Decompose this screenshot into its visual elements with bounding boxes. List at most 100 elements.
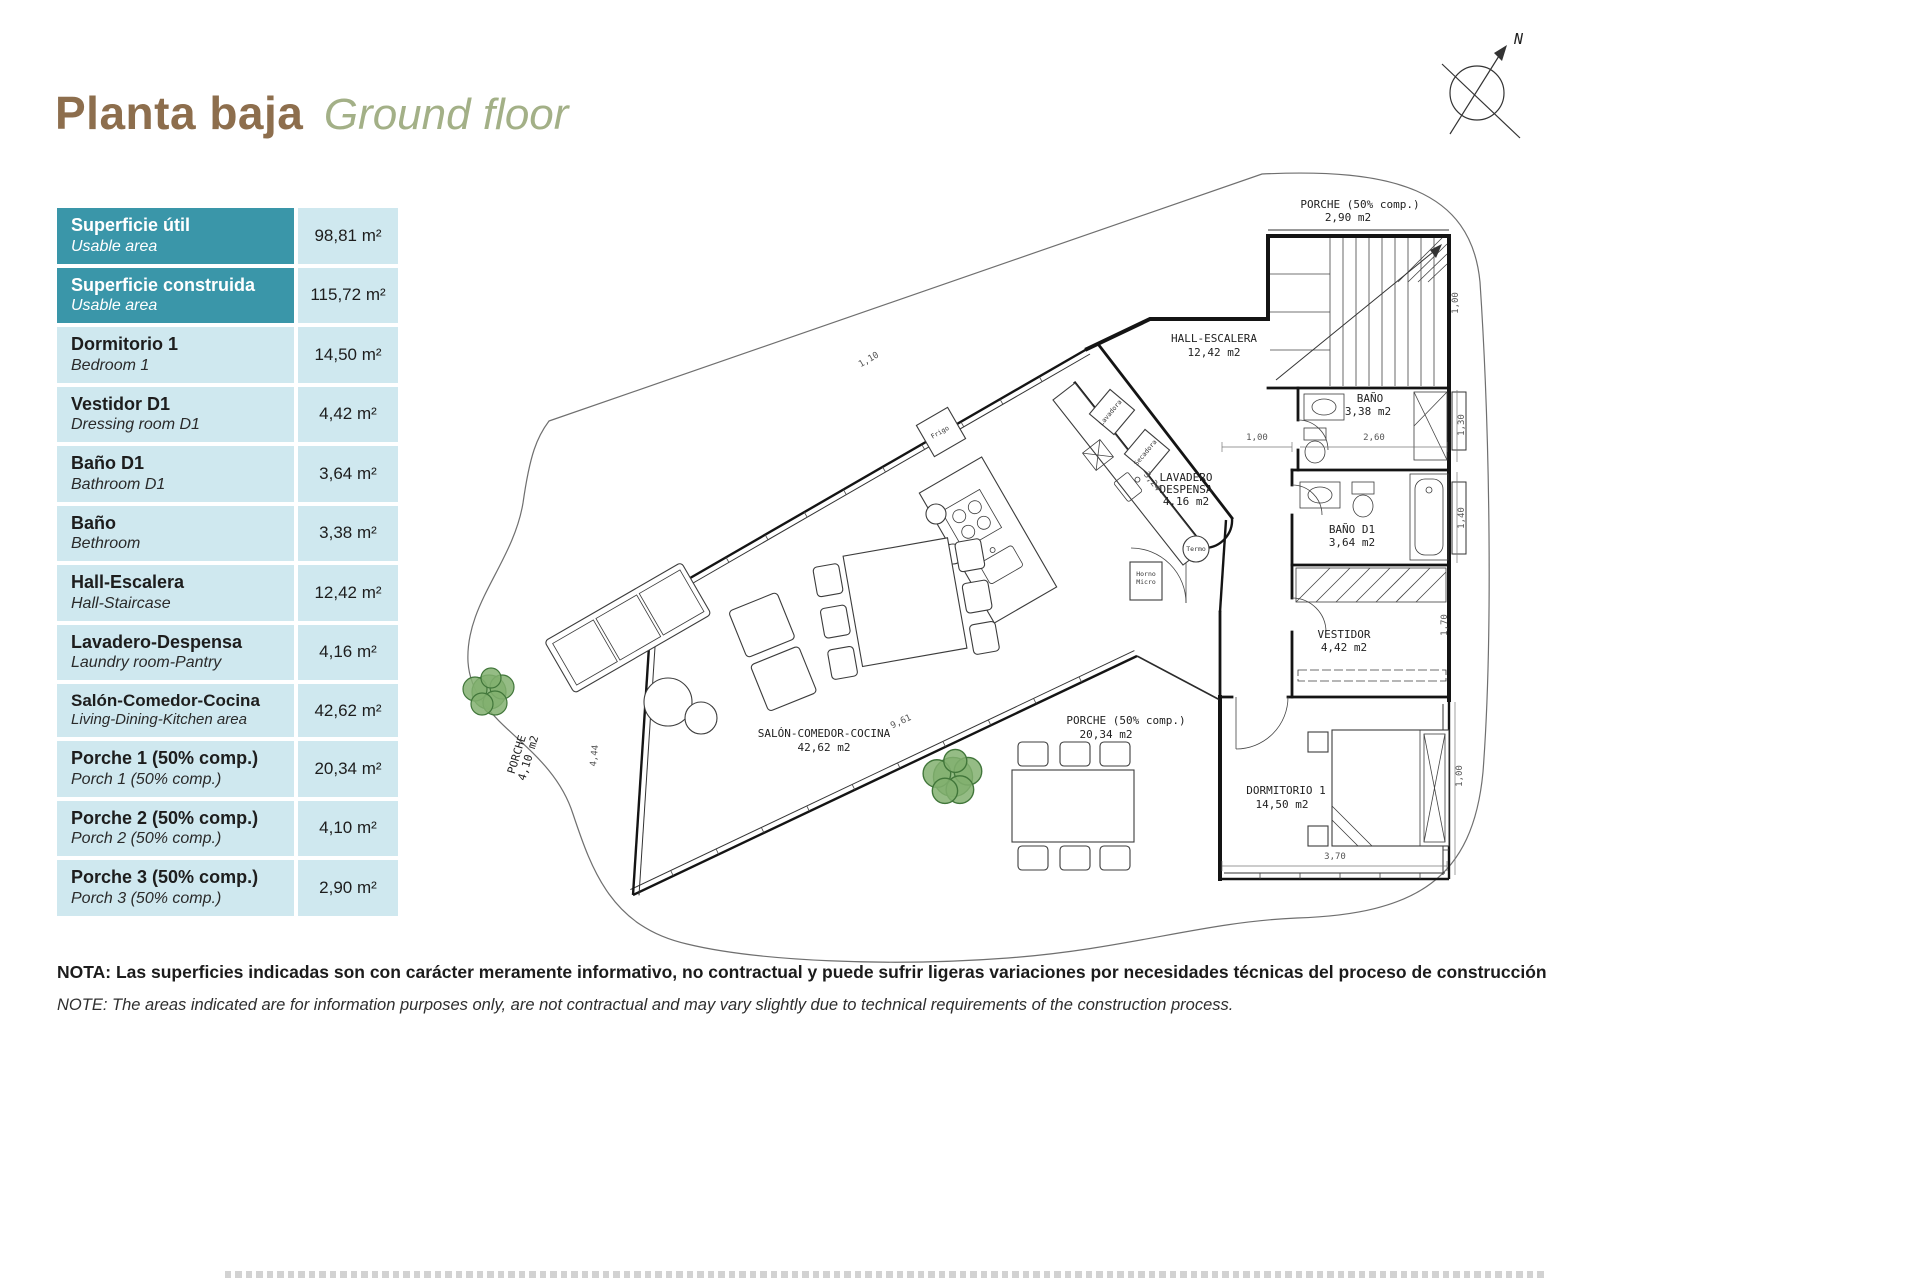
row-sublabel: Laundry room-Pantry (71, 654, 222, 671)
row-value: 42,62 m² (298, 684, 398, 737)
row-label: Lavadero-Despensa (71, 631, 243, 652)
wardrobe (1295, 567, 1447, 682)
table-row: Porche 1 (50% comp.)Porch 1 (50% comp.) … (57, 741, 402, 797)
row-sublabel: Hall-Staircase (71, 594, 171, 612)
room-label: PORCHE (50% comp.) (1066, 714, 1185, 727)
dimension: 1,40 (1457, 507, 1467, 529)
title-spanish: Planta baja (55, 87, 304, 139)
row-sublabel: Porch 1 (50% comp.) (71, 770, 222, 788)
row-sublabel: Porch 3 (50% comp.) (71, 889, 222, 907)
bathroom-fixtures (1299, 391, 1449, 561)
room-area: 42,62 m2 (798, 741, 851, 754)
row-sublabel: Bethroom (71, 535, 141, 552)
row-sublabel: Porch 2 (50% comp.) (71, 830, 222, 847)
tree-icon (922, 748, 983, 805)
plot-boundary (467, 172, 1490, 963)
room-label: SALÓN-COMEDOR-COCINA (758, 727, 891, 740)
page-title: Planta baja Ground floor (55, 86, 568, 140)
dining-set (812, 537, 1000, 680)
row-label: Hall-Escalera (71, 572, 185, 592)
floor-plan: Frigo Lavadora Secadora Termo Horno Micr… (462, 172, 1490, 963)
room-label: VESTIDOR (1318, 628, 1371, 641)
dimension: 2,60 (1363, 433, 1385, 443)
row-value: 4,16 m² (298, 624, 398, 680)
room-area: 14,50 m2 (1256, 798, 1309, 811)
cropped-bottom-text (225, 1271, 1545, 1278)
dimension-lines (1221, 390, 1458, 875)
kitchen: Frigo Lavadora Secadora Termo Horno Micr… (915, 382, 1210, 624)
row-value: 4,10 m² (298, 800, 398, 856)
row-label: Vestidor D1 (71, 393, 171, 414)
table-row: Baño D1 Bathroom D1 3,64 m² (57, 446, 402, 502)
dimension: 1,70 (1440, 614, 1450, 636)
micro-label: Micro (1136, 578, 1156, 586)
bed (1307, 729, 1450, 847)
room-area: 2,90 m2 (1325, 211, 1371, 224)
porch-table (1011, 741, 1135, 871)
interior-walls (1073, 342, 1451, 702)
row-value: 98,81 m² (298, 208, 398, 264)
row-label: Baño (71, 512, 116, 533)
door-arcs (1130, 419, 1329, 750)
row-label: Baño D1 (71, 453, 145, 473)
row-value: 20,34 m² (298, 741, 398, 797)
row-sublabel: Dressing room D1 (71, 416, 200, 433)
row-label: Porche 3 (50% comp.) (71, 867, 259, 887)
row-sublabel: Living-Dining-Kitchen area (71, 711, 247, 729)
row-sublabel: Usable area (71, 237, 158, 255)
dimension: 9,61 (889, 713, 913, 731)
row-label: Superficie construida (71, 274, 256, 295)
row-label: Porche 2 (50% comp.) (71, 807, 259, 828)
room-area: 3,38 m2 (1345, 405, 1391, 418)
footer-notes: NOTA: Las superficies indicadas son con … (57, 962, 1617, 1015)
row-value: 3,38 m² (298, 505, 398, 561)
room-area: 4,42 m2 (1321, 641, 1367, 654)
row-label: Porche 1 (50% comp.) (71, 748, 259, 768)
row-sublabel: Usable area (71, 297, 158, 314)
row-value: 14,50 m² (298, 327, 398, 383)
dimension: 1,30 (1457, 414, 1467, 436)
table-row: Porche 3 (50% comp.)Porch 3 (50% comp.) … (57, 860, 402, 916)
room-area: 3,64 m2 (1329, 536, 1375, 549)
row-label: Dormitorio 1 (71, 334, 179, 354)
row-sublabel: Bedroom 1 (71, 356, 150, 374)
room-area: 4,16 m2 (1163, 495, 1209, 508)
note-spanish: NOTA: Las superficies indicadas son con … (57, 962, 1547, 982)
row-value: 12,42 m² (298, 565, 398, 621)
room-label: DORMITORIO 1 (1246, 784, 1325, 797)
row-value: 3,64 m² (298, 446, 398, 502)
table-row: Vestidor D1 Dressing room D1 4,42 m² (57, 386, 402, 442)
row-value: 4,42 m² (298, 386, 398, 442)
compass-icon: N (1441, 30, 1524, 139)
dimension: 1,00 (1246, 433, 1268, 443)
dimension: 1,00 (1451, 292, 1461, 314)
room-labels: PORCHE (50% comp.) 2,90 m2 HALL-ESCALERA… (505, 198, 1420, 811)
room-label: BAÑO (1357, 392, 1384, 405)
table-row: Dormitorio 1 Bedroom 1 14,50 m² (57, 327, 402, 383)
staircase (1270, 237, 1448, 386)
room-label: BAÑO D1 (1329, 523, 1375, 536)
dimension: 1,00 (1455, 765, 1465, 787)
row-value: 2,90 m² (298, 860, 398, 916)
table-row: Porche 2 (50% comp.)Porch 2 (50% comp.) … (57, 800, 402, 856)
room-label: DESPENSA (1160, 483, 1213, 496)
room-label: HALL-ESCALERA (1171, 332, 1257, 345)
room-label: PORCHE (50% comp.) (1300, 198, 1419, 211)
dimension: 3,70 (1324, 852, 1346, 862)
oven-label: Horno (1136, 570, 1156, 578)
compass-north-label: N (1513, 30, 1524, 48)
dimension: 1,10 (857, 351, 881, 371)
note-english: NOTE: The areas indicated are for inform… (57, 996, 1234, 1014)
row-value: 115,72 m² (298, 267, 398, 323)
row-sublabel: Bathroom D1 (71, 475, 166, 493)
title-english: Ground floor (323, 90, 569, 139)
row-label: Superficie útil (71, 215, 191, 235)
room-area: 20,34 m2 (1080, 728, 1133, 741)
